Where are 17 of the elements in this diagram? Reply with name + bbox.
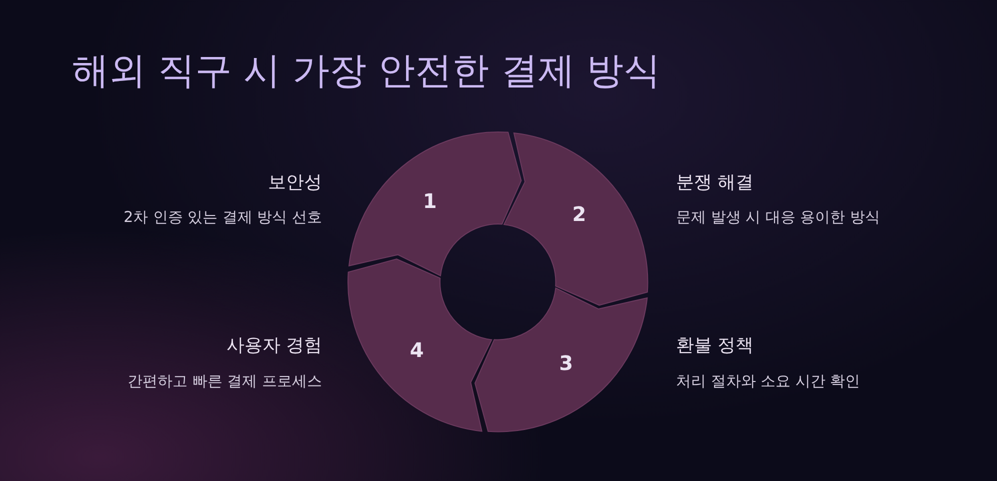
ring-segment — [348, 132, 522, 276]
description: 간편하고 빠른 결제 프로세스 — [128, 372, 322, 391]
description: 처리 절차와 소요 시간 확인 — [676, 372, 860, 391]
step-number: 2 — [572, 202, 586, 226]
ring-segment — [348, 258, 492, 432]
ring-segment — [474, 288, 648, 432]
step-number: 4 — [410, 338, 424, 362]
step-number: 3 — [559, 351, 574, 376]
step-number: 1 — [422, 188, 437, 213]
heading: 보안성 — [268, 171, 322, 194]
description: 2차 인증 있는 결제 방식 선호 — [124, 208, 322, 227]
title: 해외 직구 시 가장 안전한 결제 방식 — [72, 48, 661, 94]
heading: 환불 정책 — [676, 334, 754, 357]
ring-segment — [504, 132, 648, 306]
heading: 분쟁 해결 — [676, 171, 754, 194]
heading: 사용자 경험 — [226, 334, 322, 357]
description: 문제 발생 시 대응 용이한 방식 — [676, 208, 880, 227]
